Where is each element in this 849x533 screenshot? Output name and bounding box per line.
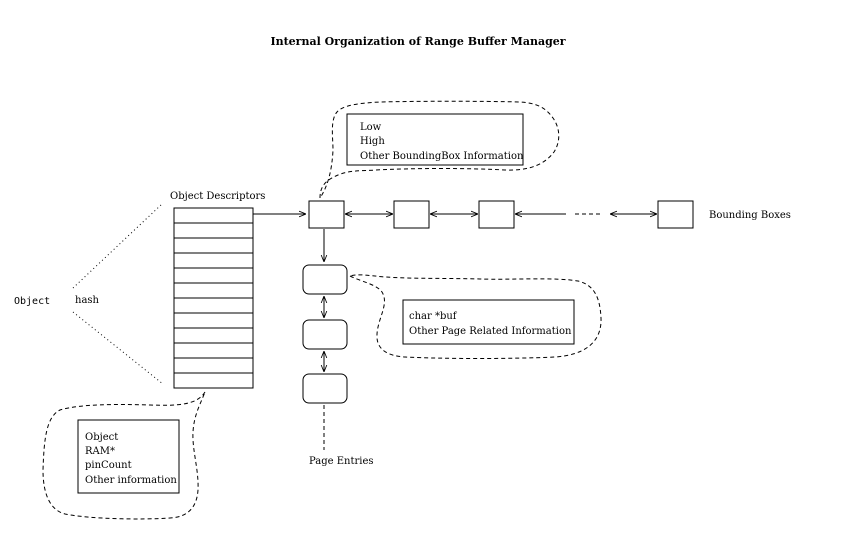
page-entry-3 (302, 373, 348, 404)
descriptor-info-callout (42, 391, 206, 520)
bbox-info-callout (319, 100, 560, 200)
hash-line-top (72, 203, 163, 289)
bounding-boxes-label: Bounding Boxes (709, 210, 791, 221)
bounding-box-1 (308, 200, 345, 229)
descriptor-info-pincount: pinCount (85, 460, 132, 471)
bbox-info-low: Low (360, 122, 382, 133)
object-descriptors-label: Object Descriptors (170, 191, 265, 202)
object-descriptor-table (173, 207, 254, 389)
page-entry-1 (302, 264, 348, 295)
descriptor-info-ram: RAM* (85, 446, 115, 457)
bounding-box-3 (478, 200, 515, 229)
bounding-box-2 (393, 200, 430, 229)
page-entries-label: Page Entries (309, 456, 374, 467)
hash-label: hash (75, 295, 100, 306)
descriptor-info-other: Other information (85, 475, 177, 486)
descriptor-info-box (77, 419, 180, 494)
hash-line-bottom (72, 311, 164, 385)
bbox-info-other: Other BoundingBox Information (360, 151, 524, 162)
page-info-box (402, 299, 575, 345)
page-info-buf: char *buf (409, 311, 458, 322)
page-info-other: Other Page Related Information (409, 326, 572, 337)
descriptor-info-object: Object (85, 432, 118, 443)
page-entry-2 (302, 319, 348, 350)
diagram-title: Internal Organization of Range Buffer Ma… (270, 35, 565, 48)
bbox-info-box (346, 113, 524, 166)
object-label: Object (14, 296, 50, 307)
bounding-box-n (657, 200, 694, 229)
bbox-info-high: High (360, 136, 385, 147)
